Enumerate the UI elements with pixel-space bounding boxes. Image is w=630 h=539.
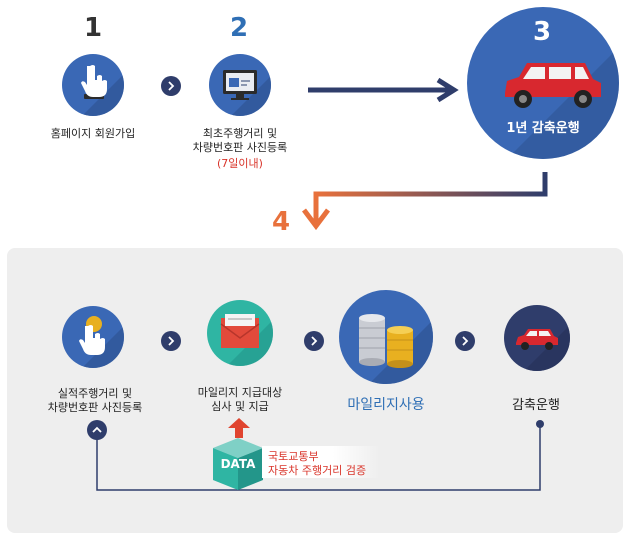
data-cube-icon [213, 438, 263, 490]
data-badge-text: DATA [220, 457, 256, 471]
connector-3-to-4 [302, 172, 548, 231]
car-icon [516, 325, 570, 371]
item3-circle [339, 290, 433, 384]
step2-label-line2: 차량번호판 사진등록 [192, 141, 288, 154]
hand-pointer-icon [81, 65, 124, 116]
chevron-right-icon [311, 336, 318, 346]
next-arrow-4 [455, 331, 475, 351]
next-arrow-2 [161, 331, 181, 351]
verify-line1: 국토교통부 [268, 450, 319, 463]
next-arrow-1 [161, 76, 181, 96]
step2-number: 2 [230, 13, 249, 43]
envelope-icon [220, 314, 273, 366]
item4-label: 감축운행 [512, 398, 560, 413]
chevron-right-icon [462, 336, 469, 346]
monitor-icon [223, 70, 271, 116]
verify-box [262, 446, 380, 478]
step3-circle [467, 7, 619, 159]
item4-circle [504, 305, 570, 371]
step2-note: (7일이내) [217, 157, 263, 170]
step1-label: 홈페이지 회원가입 [50, 127, 136, 140]
item2-label-line1: 마일리지 지급대상 [197, 386, 283, 399]
item1-circle [62, 306, 124, 368]
next-arrow-3 [304, 331, 324, 351]
hand-tap-icon [79, 316, 124, 368]
verify-line2: 자동차 주행거리 검증 [268, 464, 367, 477]
coins-icon [359, 314, 433, 384]
item1-label-line1: 실적주행거리 및 [57, 387, 133, 400]
chevron-right-icon [168, 336, 175, 346]
red-up-arrow [228, 418, 250, 438]
chevron-right-icon [168, 81, 175, 91]
long-arrow-right [308, 77, 459, 103]
step4-number: 4 [272, 207, 291, 237]
item3-label: 마일리지사용 [347, 397, 425, 413]
item1-label-line2: 차량번호판 사진등록 [47, 401, 143, 414]
step3-label: 1년 감축운행 [506, 121, 580, 136]
car-icon [505, 47, 619, 159]
bottom-panel [7, 248, 623, 533]
loop-up-button [87, 420, 107, 440]
step1-number: 1 [84, 13, 103, 43]
step3-number: 3 [533, 17, 552, 47]
step2-circle [209, 54, 271, 116]
step1-circle [62, 54, 124, 116]
item2-circle [207, 300, 273, 366]
item2-label-line2: 심사 및 지급 [211, 400, 269, 413]
step2-label-line1: 최초주행거리 및 [202, 127, 278, 140]
chevron-up-icon [92, 426, 102, 433]
loop-back-line [96, 420, 544, 491]
